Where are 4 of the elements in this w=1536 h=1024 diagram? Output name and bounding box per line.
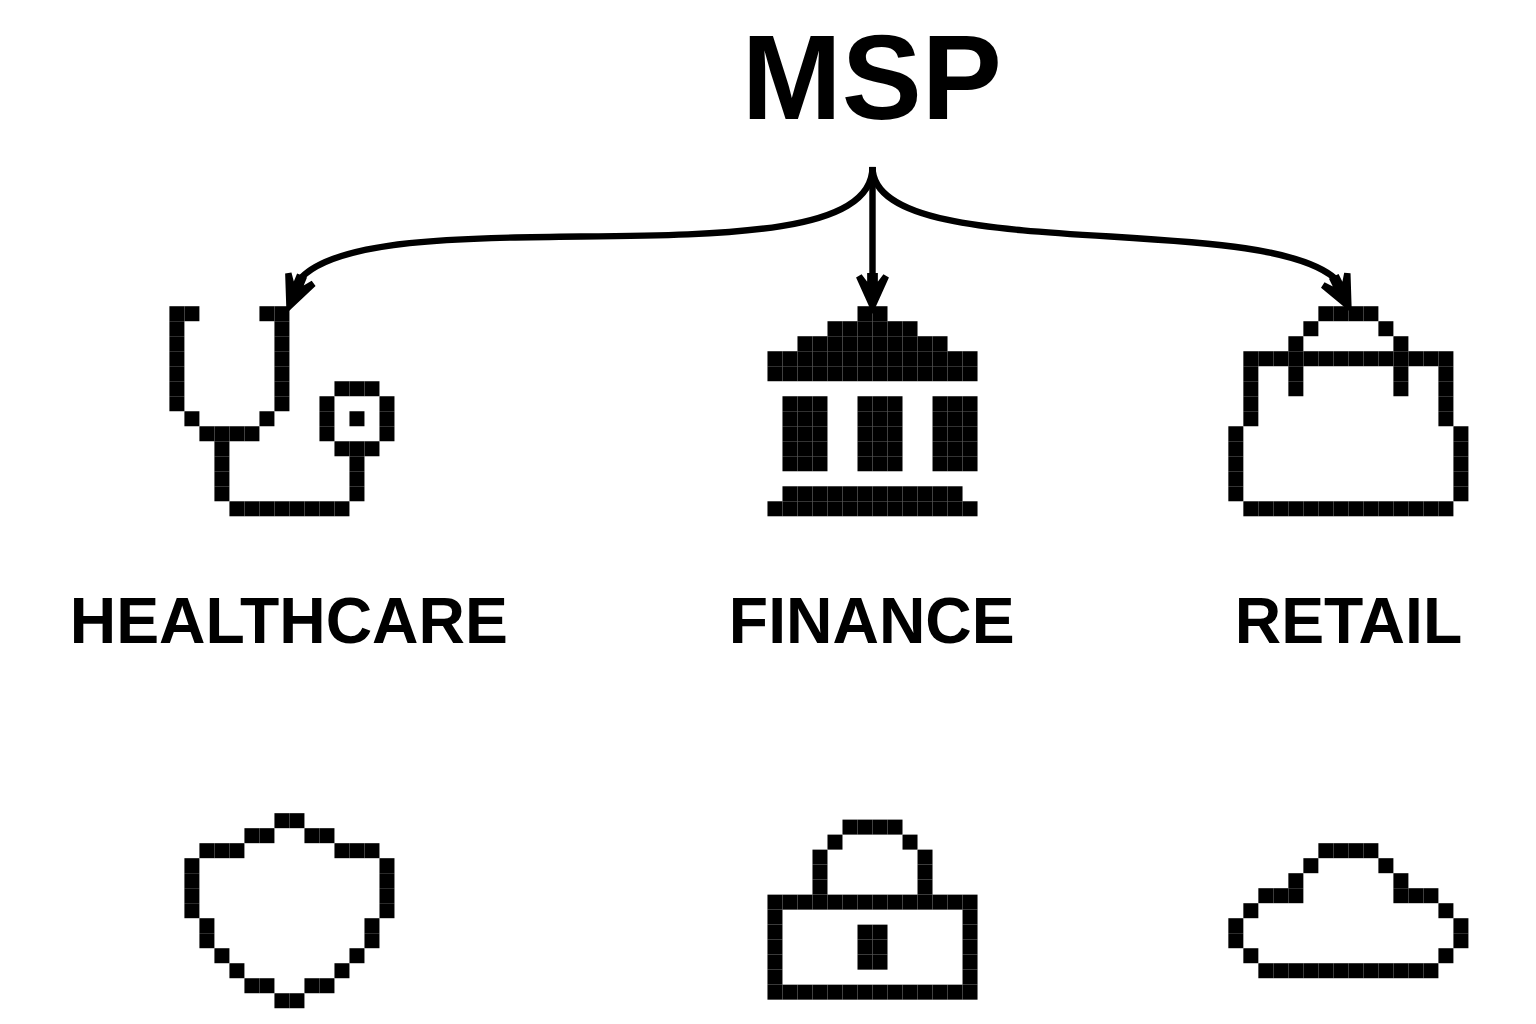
node-label: RETAIL xyxy=(1234,584,1463,657)
node-text: MSP xyxy=(741,10,1002,145)
node-label: FINANCE xyxy=(728,584,1015,657)
node-label: HEALTHCARE xyxy=(69,584,508,657)
